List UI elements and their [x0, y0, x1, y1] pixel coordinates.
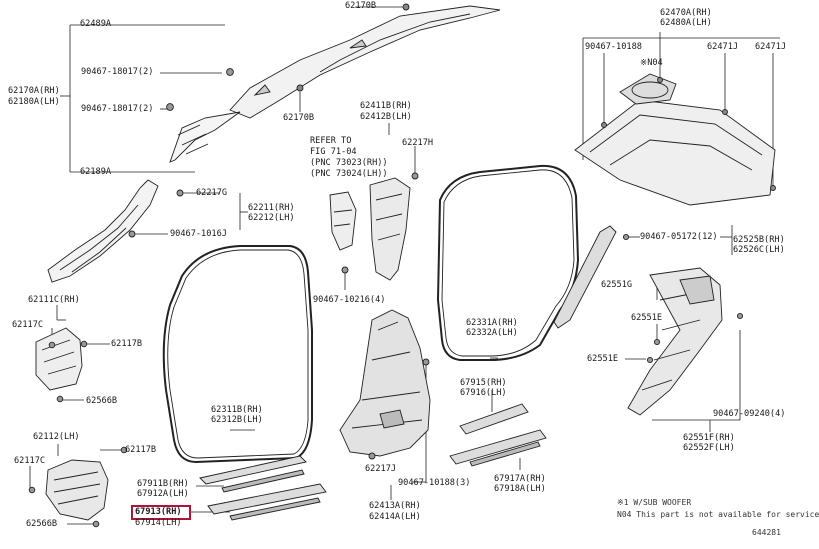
- label-62551G: 62551G: [601, 280, 633, 290]
- a-pillar-upper-assembly: [166, 3, 501, 163]
- footnote-n04: N04 This part is not available for servi…: [617, 510, 819, 519]
- footnote-subwoofer: ※1 W/SUB WOOFER: [617, 498, 692, 507]
- label-62471J-b: 62471J: [755, 42, 787, 52]
- label-90467-10188-a: 90467-10188: [585, 42, 642, 52]
- parts-diagram: 62170B 62489A 90467-18017(2) 62170A(RH) …: [8, 1, 819, 537]
- label-67914: 67914(LH): [135, 518, 182, 528]
- front-scuff-plates: [199, 455, 327, 521]
- label-62217G: 62217G: [196, 188, 228, 198]
- label-62312B: 62312B(LH): [211, 415, 263, 425]
- label-62412B: 62412B(LH): [360, 112, 412, 122]
- label-62311B: 62311B(RH): [211, 405, 263, 415]
- label-62217H: 62217H: [402, 138, 434, 148]
- label-67912A: 67912A(LH): [137, 489, 189, 499]
- label-62566B-a: 62566B: [86, 396, 118, 406]
- label-90467-10216: 90467-10216(4): [313, 295, 386, 305]
- label-90467-10188-b: 90467-10188(3): [398, 478, 471, 488]
- label-refer-1: REFER TO: [310, 136, 352, 146]
- label-62470A: 62470A(RH): [660, 8, 712, 18]
- figure-code: 644281: [752, 528, 781, 537]
- label-62331A: 62331A(RH): [466, 318, 518, 328]
- label-62217J: 62217J: [365, 464, 397, 474]
- label-62566B-b: 62566B: [26, 519, 58, 529]
- label-62180A: 62180A(LH): [8, 97, 60, 107]
- label-62332A: 62332A(LH): [466, 328, 518, 338]
- label-62212: 62212(LH): [248, 213, 295, 223]
- label-90467-05172: 90467-05172(12): [640, 232, 718, 242]
- label-62525B: 62525B(RH): [733, 235, 785, 245]
- label-67913[interactable]: 67913(RH): [135, 507, 182, 517]
- label-62413A: 62413A(RH): [369, 501, 421, 511]
- label-67916: 67916(LH): [460, 388, 507, 398]
- label-62551F: 62551F(RH): [683, 433, 735, 443]
- diagram-drawing: [28, 3, 780, 528]
- package-tray-trim: [574, 73, 776, 206]
- label-90467-09240: 90467-09240(4): [713, 409, 786, 419]
- label-62526C: 62526C(LH): [733, 245, 785, 255]
- label-62471J-a: 62471J: [707, 42, 739, 52]
- label-62170B-top: 62170B: [345, 1, 377, 11]
- label-67911B: 67911B(RH): [137, 479, 189, 489]
- label-62480A: 62480A(LH): [660, 18, 712, 28]
- label-62489A: 62489A: [80, 19, 112, 29]
- label-62170A: 62170A(RH): [8, 86, 60, 96]
- label-refer-3: (PNC 73023(RH)): [310, 158, 388, 168]
- label-62414A: 62414A(LH): [369, 512, 421, 522]
- label-62170B-mid: 62170B: [283, 113, 315, 123]
- label-67915: 67915(RH): [460, 378, 507, 388]
- roof-side-inner-garnish: [627, 267, 744, 416]
- label-refer-2: FIG 71-04: [310, 147, 357, 157]
- label-62552F: 62552F(LH): [683, 443, 735, 453]
- label-90467-18017-b: 90467-18017(2): [81, 104, 154, 114]
- label-62117B-a: 62117B: [111, 339, 143, 349]
- cowl-side-trim-rh: [35, 327, 88, 403]
- label-67918A: 67918A(LH): [494, 484, 546, 494]
- highlight-box-67913[interactable]: [131, 505, 191, 520]
- front-door-weatherstrip: [162, 245, 313, 464]
- label-62211: 62211(RH): [248, 203, 295, 213]
- quarter-trim-strip: [553, 225, 630, 329]
- label-62117C-b: 62117C: [14, 456, 46, 466]
- rear-scuff-plates: [449, 403, 547, 467]
- cowl-side-trim-lh: [28, 446, 128, 528]
- label-62117B-b: 62117B: [125, 445, 157, 455]
- label-refer-4: (PNC 73024(LH)): [310, 169, 388, 179]
- label-90467-1016J: 90467-1016J: [170, 229, 227, 239]
- label-62189A: 62189A: [80, 167, 112, 177]
- center-pillar-lower-garnish: [339, 309, 431, 460]
- label-62111C: 62111C(RH): [28, 295, 80, 305]
- label-67917A: 67917A(RH): [494, 474, 546, 484]
- label-62551E-a: 62551E: [631, 313, 663, 323]
- label-62411B: 62411B(RH): [360, 101, 412, 111]
- label-n04: ※N04: [640, 58, 663, 68]
- label-62551E-b: 62551E: [587, 354, 619, 364]
- label-90467-18017-a: 90467-18017(2): [81, 67, 154, 77]
- label-62112: 62112(LH): [33, 432, 80, 442]
- front-pillar-garnish: [47, 179, 184, 283]
- center-pillar-upper-garnish: [329, 172, 419, 281]
- label-62117C-a: 62117C: [12, 320, 44, 330]
